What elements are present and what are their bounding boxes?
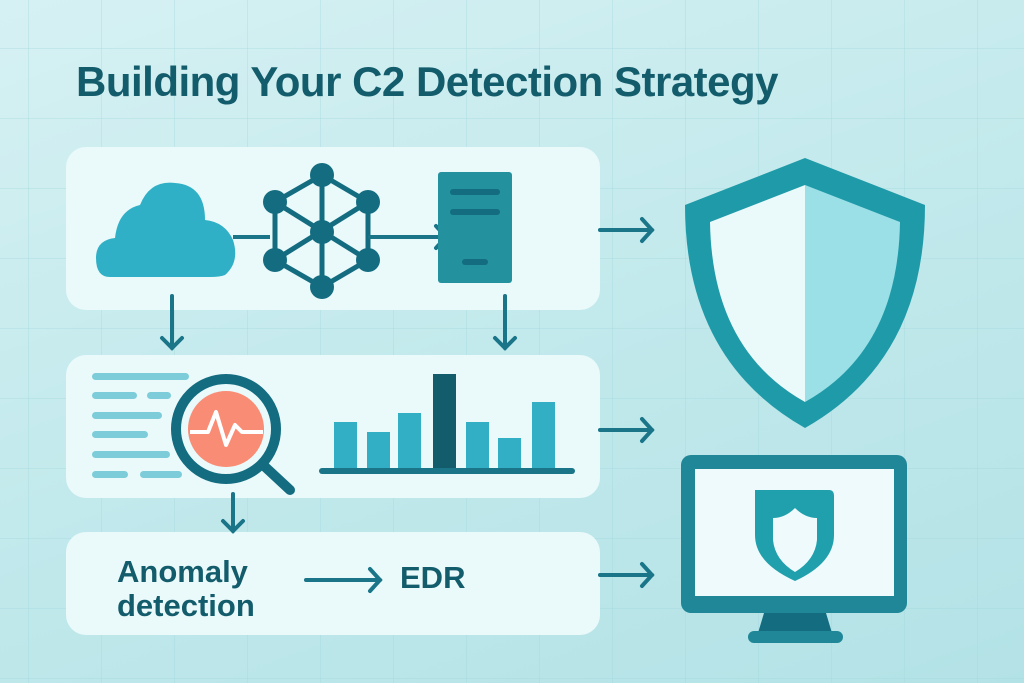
network-graph-icon (263, 163, 380, 299)
anomaly-line2: detection (117, 588, 255, 623)
arrow-icon (368, 224, 449, 250)
shield-icon (685, 158, 925, 428)
panel-detection (66, 532, 600, 635)
server-icon (438, 172, 512, 283)
monitor-shield-icon (681, 455, 907, 643)
edr-label: EDR (400, 560, 466, 595)
bar-chart-icon (319, 374, 575, 474)
anomaly-detection-label: Anomaly detection (117, 555, 255, 623)
right-arrows (304, 217, 655, 593)
log-lines-icon (92, 373, 189, 478)
anomaly-line1: Anomaly (117, 554, 248, 589)
down-arrows (160, 294, 517, 534)
cloud-icon (96, 182, 236, 277)
page-title: Building Your C2 Detection Strategy (76, 58, 779, 105)
magnifier-heartbeat-icon (171, 374, 295, 495)
